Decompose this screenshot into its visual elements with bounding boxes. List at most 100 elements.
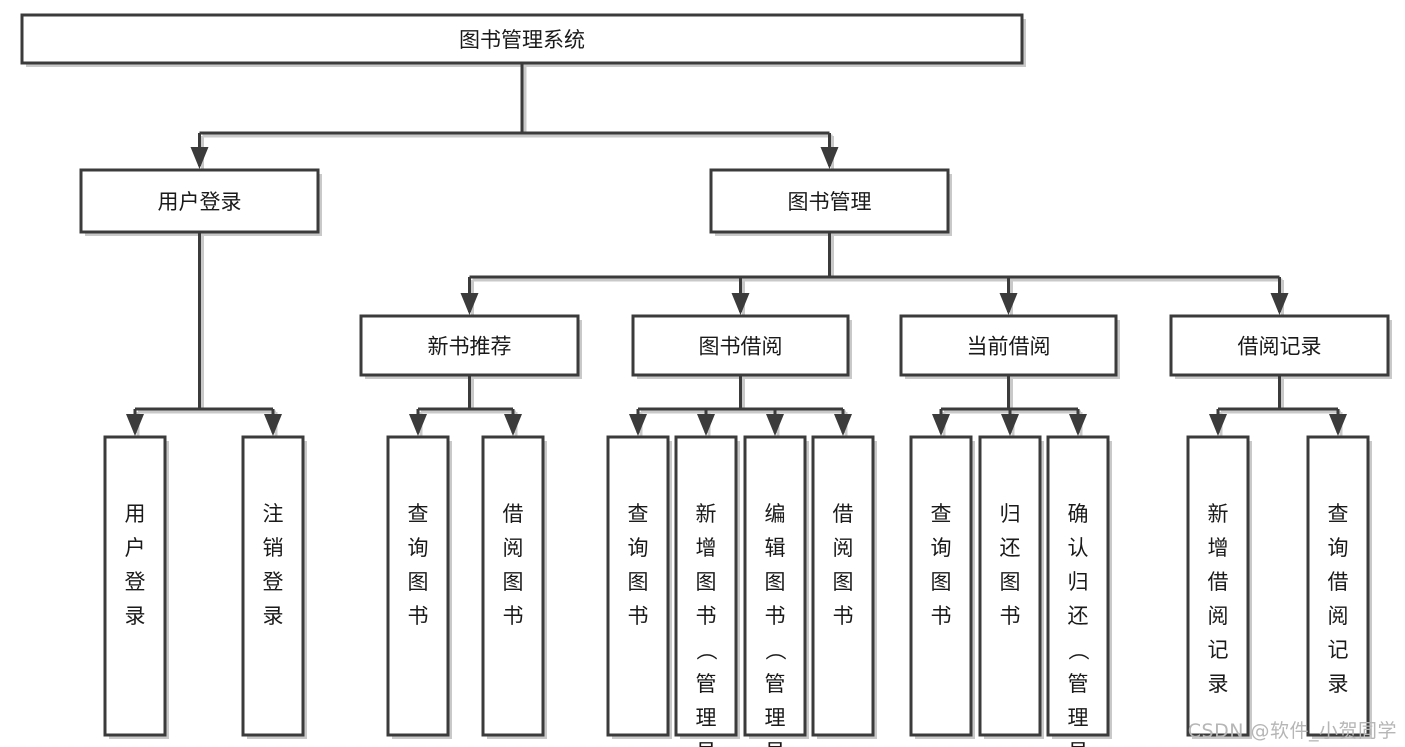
arrowhead-leaf-4-1 — [1329, 414, 1347, 436]
arrowhead-leaf-2-1 — [697, 414, 715, 436]
svg-text:阅: 阅 — [1208, 604, 1229, 628]
node-l2-box-1[interactable] — [709, 168, 950, 234]
node-leaf-box-current_borrow-0[interactable] — [909, 435, 973, 737]
node-l3-label-3: 借阅记录 — [1238, 335, 1322, 359]
svg-text:归: 归 — [1000, 502, 1021, 526]
svg-text:图: 图 — [628, 570, 649, 594]
svg-text:查: 查 — [628, 502, 649, 526]
svg-text:户: 户 — [125, 536, 146, 560]
node-leaf-label-user_login-0: 用户登录 — [125, 502, 146, 628]
svg-text:用: 用 — [125, 502, 146, 526]
svg-text:记: 记 — [1328, 638, 1349, 662]
arrowhead-leaf-2-2 — [766, 414, 784, 436]
arrowhead-leaf-0-1 — [264, 414, 282, 436]
arrowhead-l3-1 — [731, 293, 750, 315]
svg-text:管: 管 — [696, 672, 717, 696]
svg-text:图: 图 — [765, 570, 786, 594]
node-leaf-box-current_borrow-2[interactable] — [1046, 435, 1110, 737]
svg-text:员: 员 — [765, 740, 786, 747]
node-l3-box-2[interactable] — [899, 314, 1118, 377]
svg-text:询: 询 — [931, 536, 952, 560]
svg-text:书: 书 — [628, 604, 649, 628]
arrowhead-leaf-3-1 — [1001, 414, 1019, 436]
svg-text:书: 书 — [503, 604, 524, 628]
svg-text:书: 书 — [931, 604, 952, 628]
arrowhead-leaf-2-0 — [629, 414, 647, 436]
node-l3-label-1: 图书借阅 — [699, 335, 783, 359]
svg-text:理: 理 — [696, 706, 717, 730]
node-leaf-box-borrow_record-0[interactable] — [1186, 435, 1250, 737]
svg-text:书: 书 — [1000, 604, 1021, 628]
arrowhead-l3-0 — [460, 293, 479, 315]
node-leaf-box-book_borrow-2[interactable] — [743, 435, 807, 737]
arrowhead-leaf-2-3 — [834, 414, 852, 436]
node-l3-label-2: 当前借阅 — [967, 335, 1051, 359]
svg-text:查: 查 — [931, 502, 952, 526]
svg-text:（: （ — [1066, 640, 1090, 661]
node-leaf-box-current_borrow-1[interactable] — [978, 435, 1042, 737]
svg-text:书: 书 — [696, 604, 717, 628]
svg-text:编: 编 — [765, 502, 786, 526]
svg-text:图: 图 — [696, 570, 717, 594]
svg-text:员: 员 — [1068, 740, 1089, 747]
svg-text:借: 借 — [833, 502, 854, 526]
node-leaf-box-new_book-1[interactable] — [481, 435, 545, 737]
svg-text:阅: 阅 — [833, 536, 854, 560]
svg-text:归: 归 — [1068, 570, 1089, 594]
svg-text:图: 图 — [503, 570, 524, 594]
svg-text:图: 图 — [1000, 570, 1021, 594]
svg-text:登: 登 — [125, 570, 146, 594]
svg-text:录: 录 — [263, 604, 284, 628]
node-leaf-box-book_borrow-3[interactable] — [811, 435, 875, 737]
svg-text:登: 登 — [263, 570, 284, 594]
svg-text:认: 认 — [1068, 536, 1089, 560]
node-root-box[interactable] — [20, 13, 1024, 65]
arrowhead-leaf-1-1 — [504, 414, 522, 436]
svg-text:书: 书 — [833, 604, 854, 628]
svg-text:阅: 阅 — [1328, 604, 1349, 628]
svg-text:销: 销 — [263, 536, 284, 560]
svg-text:管: 管 — [1068, 672, 1089, 696]
node-leaf-box-borrow_record-1[interactable] — [1306, 435, 1370, 737]
svg-text:辑: 辑 — [765, 536, 786, 560]
node-l2-label-0: 用户登录 — [158, 190, 242, 214]
svg-text:图: 图 — [408, 570, 429, 594]
svg-text:理: 理 — [765, 706, 786, 730]
node-l3-box-0[interactable] — [359, 314, 580, 377]
arrowhead-l3-3 — [1270, 293, 1289, 315]
arrowhead-root-to-l2-0 — [190, 147, 209, 169]
svg-text:查: 查 — [408, 502, 429, 526]
svg-text:图: 图 — [833, 570, 854, 594]
svg-text:新: 新 — [1208, 502, 1229, 526]
svg-text:管: 管 — [765, 672, 786, 696]
arrowhead-leaf-4-0 — [1209, 414, 1227, 436]
svg-text:录: 录 — [1328, 672, 1349, 696]
node-l3-box-1[interactable] — [631, 314, 850, 377]
arrowhead-l3-2 — [999, 293, 1018, 315]
node-leaf-box-user_login-0[interactable] — [103, 435, 167, 737]
svg-text:理: 理 — [1068, 706, 1089, 730]
svg-text:还: 还 — [1000, 536, 1021, 560]
svg-text:注: 注 — [263, 502, 284, 526]
svg-text:图: 图 — [931, 570, 952, 594]
node-leaf-box-book_borrow-0[interactable] — [606, 435, 670, 737]
node-root-label: 图书管理系统 — [459, 28, 585, 52]
node-leaf-box-new_book-0[interactable] — [386, 435, 450, 737]
svg-text:书: 书 — [408, 604, 429, 628]
node-l2-box-0[interactable] — [79, 168, 320, 234]
node-leaf-box-book_borrow-1[interactable] — [674, 435, 738, 737]
node-leaf-box-user_login-1[interactable] — [241, 435, 305, 737]
